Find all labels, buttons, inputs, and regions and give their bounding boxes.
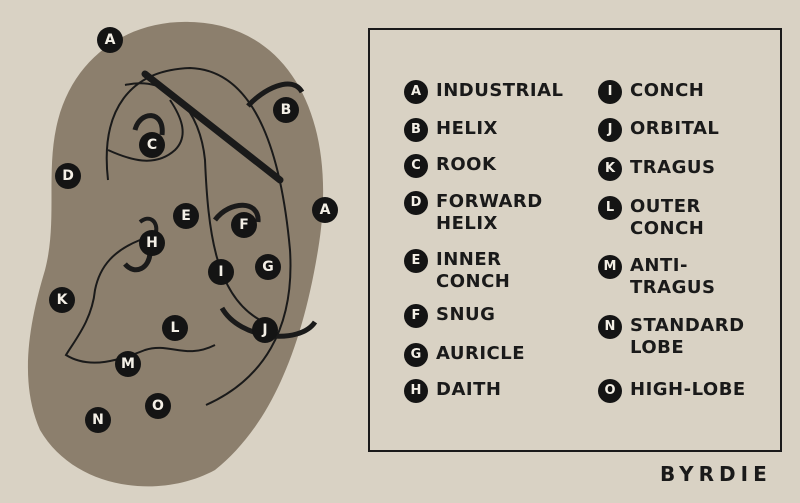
legend-label: SNUG xyxy=(436,304,496,325)
marker-orbital: J xyxy=(252,317,278,343)
marker-anti-tragus: M xyxy=(115,351,141,377)
legend-label: ANTI- TRAGUS xyxy=(630,255,716,298)
legend-item-industrial: A INDUSTRIAL xyxy=(404,80,564,104)
legend-badge: C xyxy=(404,154,428,178)
marker-high-lobe: O xyxy=(145,393,171,419)
legend-item-snug: F SNUG xyxy=(404,304,495,328)
legend-badge: H xyxy=(404,379,428,403)
industrial-bar xyxy=(141,70,284,184)
marker-rook: C xyxy=(139,132,165,158)
legend-label: DAITH xyxy=(436,379,502,400)
helix-fold-line xyxy=(107,99,184,162)
legend-item-forward-helix: D FORWARD HELIX xyxy=(404,191,543,235)
legend-label: CONCH xyxy=(630,80,705,101)
concha-line xyxy=(64,239,216,364)
legend-label: HIGH-LOBE xyxy=(630,379,746,400)
legend-badge: L xyxy=(598,196,622,220)
legend-badge: A xyxy=(404,80,428,104)
legend-label: HELIX xyxy=(436,118,498,139)
marker-industrial-right: A xyxy=(312,197,338,223)
legend-item-daith: H DAITH xyxy=(404,379,501,403)
legend-badge: G xyxy=(404,343,428,367)
marker-auricle: G xyxy=(255,254,281,280)
legend-badge: M xyxy=(598,255,622,279)
outer-rim-line xyxy=(105,66,292,406)
legend-label: TRAGUS xyxy=(630,157,716,178)
legend-box: A INDUSTRIAL B HELIX C ROOK D FORWARD HE… xyxy=(368,28,782,452)
legend-item-outer-conch: L OUTER CONCH xyxy=(598,196,704,240)
rook-ring xyxy=(132,113,165,136)
legend-item-helix: B HELIX xyxy=(404,118,498,142)
legend-item-auricle: G AURICLE xyxy=(404,343,525,367)
legend-item-tragus: K TRAGUS xyxy=(598,157,715,181)
legend-label: ORBITAL xyxy=(630,118,720,139)
snug-ring xyxy=(213,202,261,223)
marker-inner-conch: E xyxy=(173,203,199,229)
marker-industrial-top: A xyxy=(97,27,123,53)
legend-item-rook: C ROOK xyxy=(404,154,496,178)
marker-helix: B xyxy=(273,97,299,123)
ear-illustration xyxy=(27,21,324,487)
marker-daith: H xyxy=(139,230,165,256)
marker-snug: F xyxy=(231,212,257,238)
legend-item-standard-lobe: N STANDARD LOBE xyxy=(598,315,745,359)
marker-conch: I xyxy=(208,259,234,285)
legend-label: STANDARD LOBE xyxy=(630,315,745,358)
legend-label: INDUSTRIAL xyxy=(436,80,564,101)
legend-label: FORWARD HELIX xyxy=(436,191,543,234)
legend-badge: J xyxy=(598,118,622,142)
marker-standard-lobe: N xyxy=(85,407,111,433)
legend-label: ROOK xyxy=(436,154,497,175)
legend-item-anti-tragus: M ANTI- TRAGUS xyxy=(598,255,715,299)
legend-badge: E xyxy=(404,249,428,273)
legend-badge: B xyxy=(404,118,428,142)
legend-item-orbital: J ORBITAL xyxy=(598,118,719,142)
legend-badge: D xyxy=(404,191,428,215)
brand-logo: BYRDIE xyxy=(660,462,772,486)
legend-badge: F xyxy=(404,304,428,328)
ear-silhouette xyxy=(27,21,324,487)
legend-label: AURICLE xyxy=(436,343,526,364)
legend-label: OUTER CONCH xyxy=(630,196,705,239)
legend-label: INNER CONCH xyxy=(436,249,511,292)
legend-badge: K xyxy=(598,157,622,181)
legend-item-high-lobe: O HIGH-LOBE xyxy=(598,379,746,403)
legend-item-inner-conch: E INNER CONCH xyxy=(404,249,510,293)
legend-badge: O xyxy=(598,379,622,403)
legend-item-conch: I CONCH xyxy=(598,80,704,104)
marker-outer-conch: L xyxy=(162,315,188,341)
marker-tragus: K xyxy=(49,287,75,313)
legend-badge: N xyxy=(598,315,622,339)
daith-top-ring xyxy=(138,216,159,233)
helix-ring xyxy=(246,81,305,108)
legend-badge: I xyxy=(598,80,622,104)
marker-forward-helix: D xyxy=(55,163,81,189)
